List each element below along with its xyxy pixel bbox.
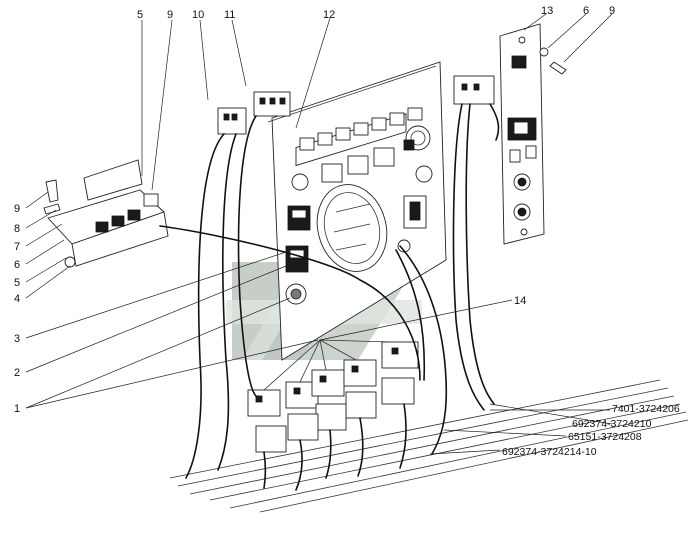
callout-3: 3	[14, 333, 20, 345]
callout-9-right: 9	[609, 5, 615, 17]
central-gauge	[316, 184, 388, 272]
callout-8: 8	[14, 223, 20, 235]
relay-block	[43, 159, 169, 268]
callout-11: 11	[224, 9, 235, 21]
callout-6-right: 6	[583, 5, 589, 17]
part-number-692374-14: 692374-3724214-10	[502, 446, 597, 458]
callout-labels: 5 9 10 11 12 13 6 9 9 8 7 6 5 4 3 2 1 14	[14, 5, 615, 415]
lower-connectors	[247, 341, 419, 453]
callout-9-left: 9	[14, 203, 20, 215]
callout-13: 13	[541, 5, 553, 17]
switch-row	[295, 107, 423, 167]
callout-7: 7	[14, 241, 20, 253]
part-number-7401: 7401-3724206	[612, 403, 680, 415]
callout-5-left: 5	[14, 277, 20, 289]
cable-tray-lines	[169, 379, 689, 513]
part-number-692374-10: 692374-3724210	[572, 418, 652, 430]
callout-6-left: 6	[14, 259, 20, 271]
auxiliary-panel	[499, 23, 567, 245]
upper-connectors	[217, 75, 495, 135]
callout-5-top: 5	[137, 9, 143, 21]
callout-10: 10	[192, 9, 204, 21]
wire-harness	[159, 103, 500, 491]
callout-1: 1	[14, 403, 20, 415]
callout-2: 2	[14, 367, 20, 379]
callout-12: 12	[323, 9, 335, 21]
callout-4: 4	[14, 293, 20, 305]
leader-lines	[25, 13, 613, 455]
part-number-labels: 7401-3724206 692374-3724210 65151-372420…	[502, 403, 680, 458]
part-number-65151: 65151-3724208	[568, 431, 642, 443]
main-instrument-panel	[267, 61, 447, 361]
callout-9-top: 9	[167, 9, 173, 21]
callout-14: 14	[514, 295, 526, 307]
